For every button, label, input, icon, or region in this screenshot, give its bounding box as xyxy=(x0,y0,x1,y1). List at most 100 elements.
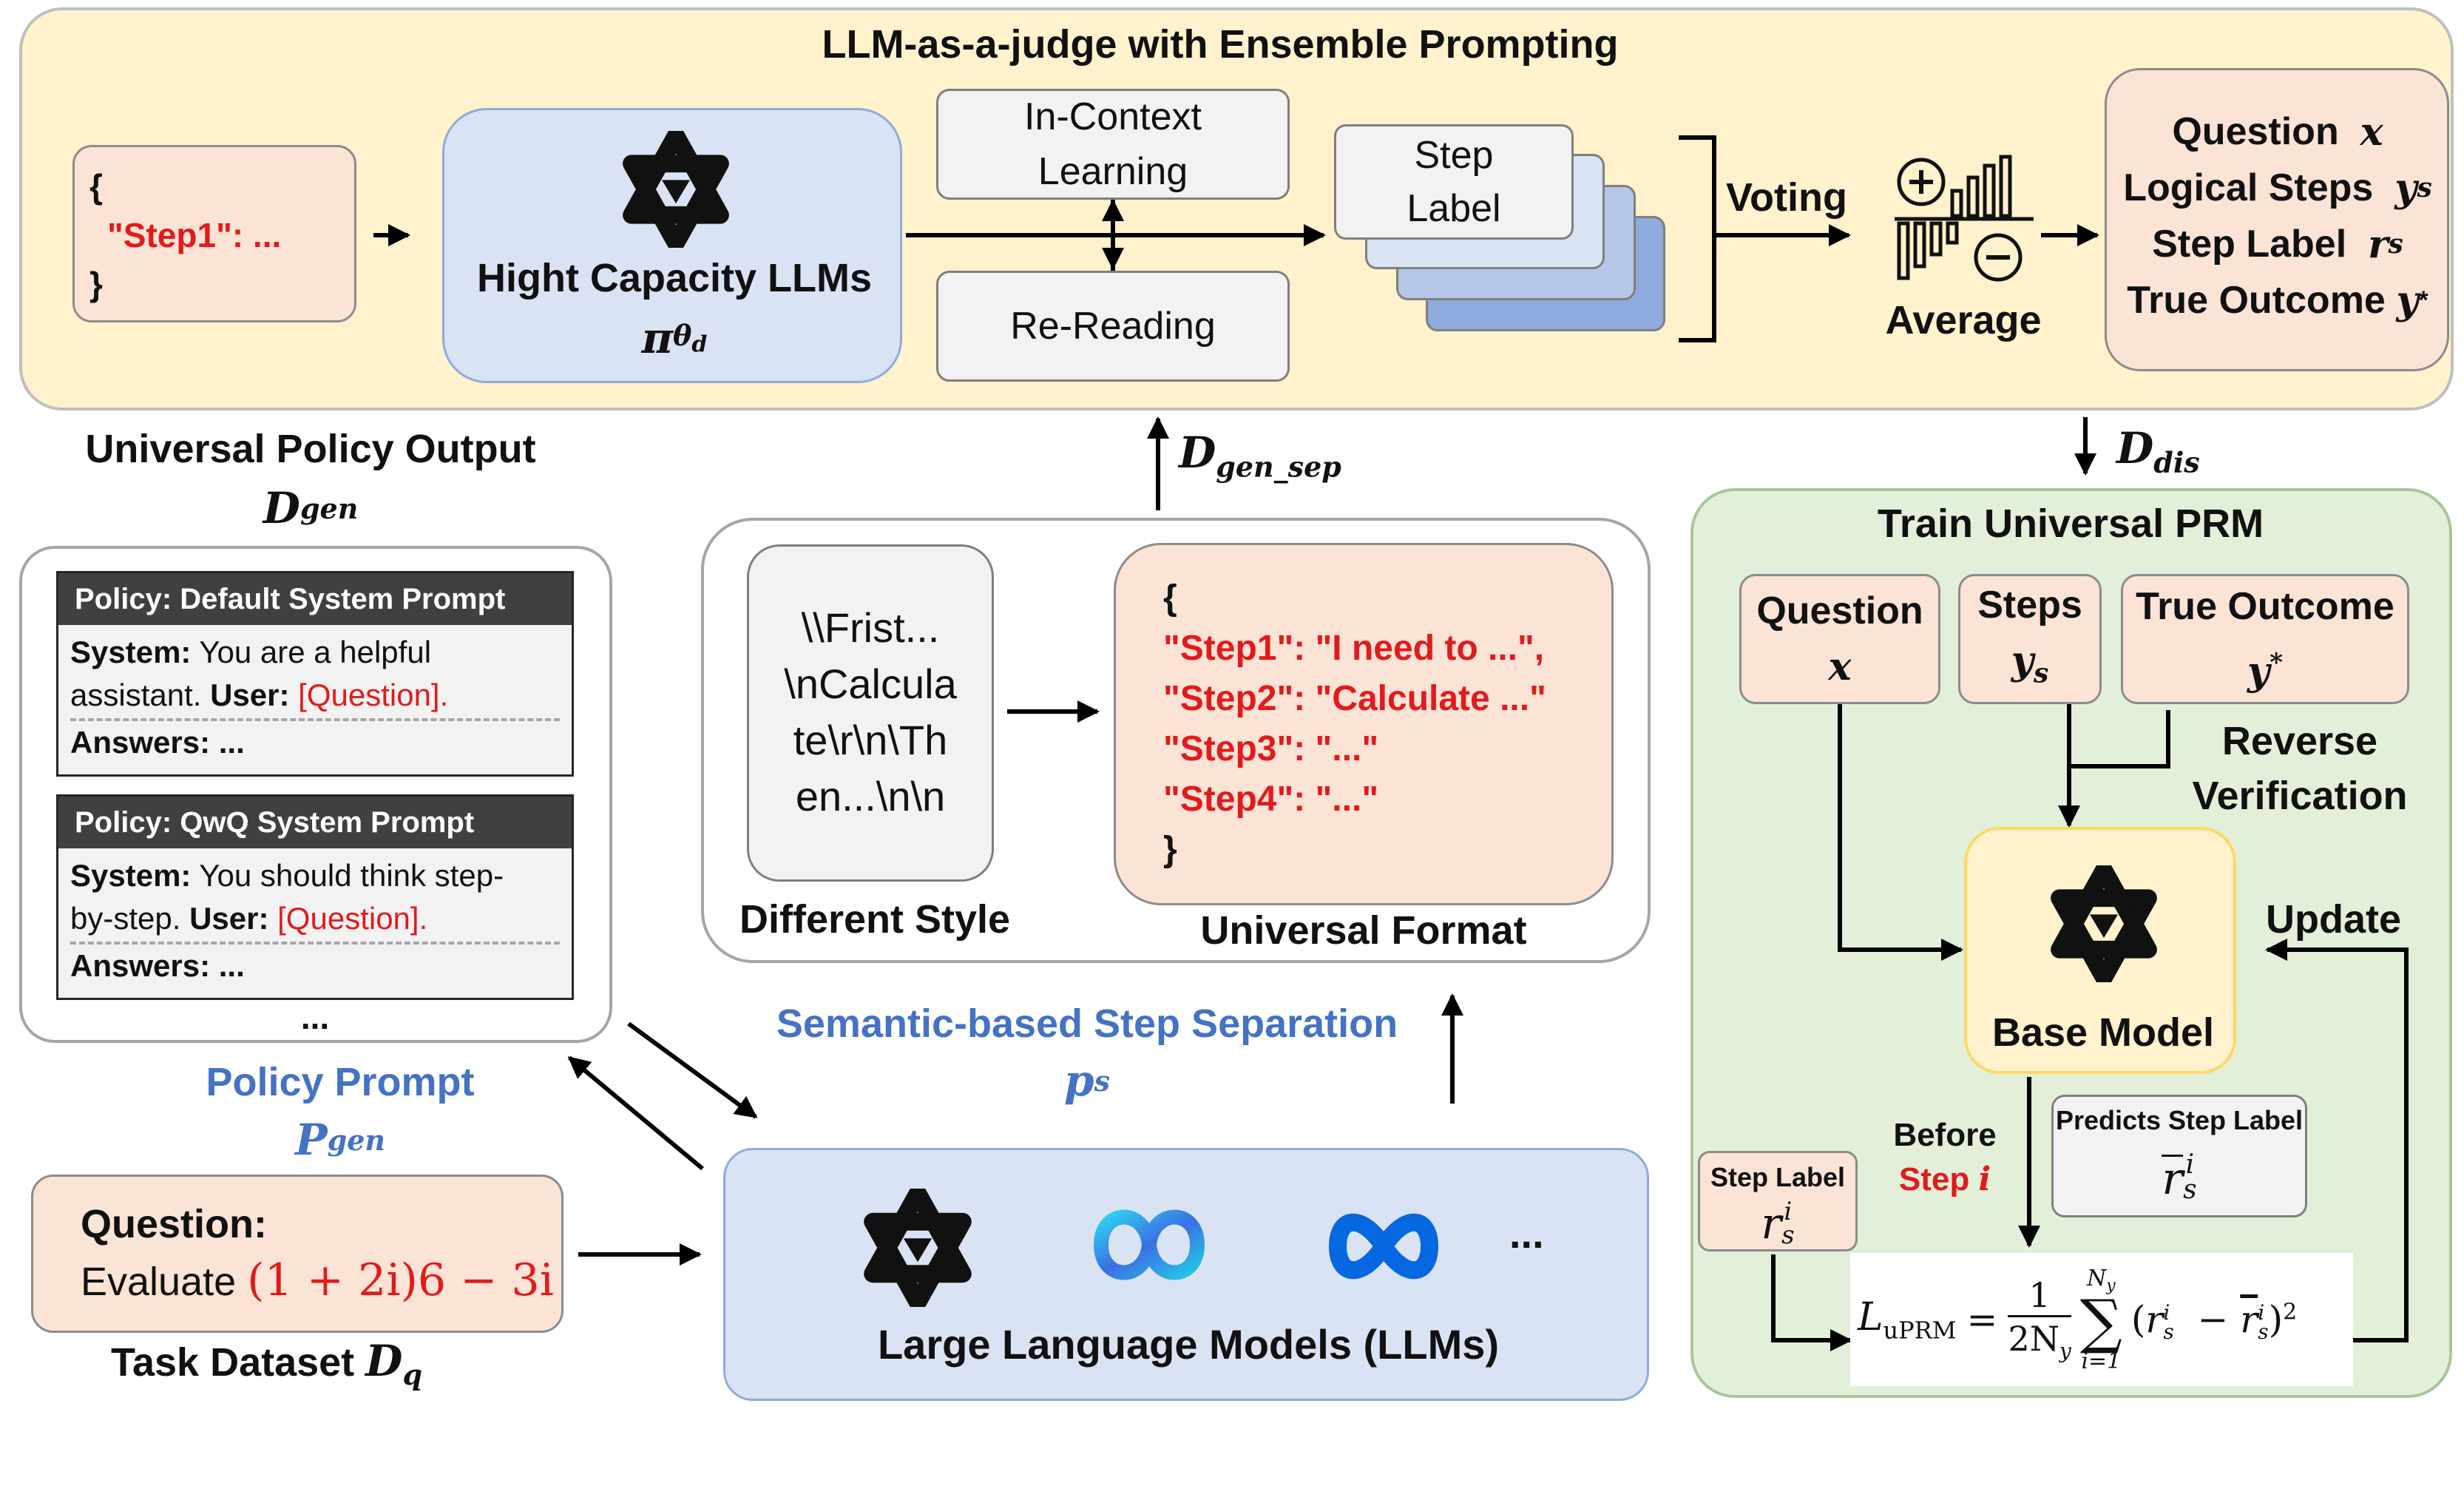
output-outcome-label: True Outcome xyxy=(2127,279,2386,322)
evaluate-word: Evaluate xyxy=(81,1260,248,1304)
prm-steps-sub: s xyxy=(2033,658,2049,689)
d-dis-sub: dis xyxy=(2153,445,2200,479)
d-gen-sep-label: Dgen_sep xyxy=(1179,428,1341,484)
raw-line-4: en...\n\n xyxy=(795,773,946,820)
system-text-cont: by-step. xyxy=(70,901,190,936)
p-gen-sub: gen xyxy=(327,1123,385,1157)
frac-den: 2N xyxy=(2008,1319,2059,1359)
policy-output-title: Universal Policy Output xyxy=(85,427,536,471)
loss-fraction: 1 2Ny xyxy=(2008,1275,2071,1364)
system-label: System: xyxy=(70,635,192,669)
different-style-label: Different Style xyxy=(739,897,1011,942)
system-text: You should think step- xyxy=(191,858,504,893)
infinity-ribbon-icon xyxy=(1094,1209,1205,1280)
step-word: Step xyxy=(1898,1161,1979,1197)
prm-steps-label: Steps xyxy=(1977,583,2082,626)
task-expression: Evaluate (1 + 2i)6 − 3i xyxy=(81,1252,554,1310)
theta-subscript: θ xyxy=(673,318,692,352)
semantic-separation-label: Semantic-based Step Separation xyxy=(776,1001,1398,1046)
task-dataset-label: Task Dataset Dq xyxy=(111,1336,422,1391)
d-dis-label: Ddis xyxy=(2116,423,2200,479)
policy-card-default: Policy: Default System Prompt System: Yo… xyxy=(56,571,574,777)
user-label: User: xyxy=(210,678,290,712)
answers-line: Answers: ... xyxy=(70,942,560,987)
output-question-sym: x xyxy=(2360,109,2383,155)
base-model-box: Base Model xyxy=(1964,827,2236,1074)
average-icon xyxy=(1895,155,2034,282)
in-context-learning-box: In-Context Learning xyxy=(936,89,1290,200)
p-s-sub: s xyxy=(1094,1064,1110,1098)
d-gen-symbol: D xyxy=(263,483,300,533)
output-steps-sym: y xyxy=(2394,165,2417,211)
icl-line1: In-Context xyxy=(1024,95,1202,138)
loss-lhs: LuPRM xyxy=(1858,1295,1957,1344)
sum-bottom: i=1 xyxy=(2081,1348,2122,1374)
icl-line2: Learning xyxy=(1038,150,1188,193)
prm-steps-box: Steps ys xyxy=(1958,574,2102,704)
d-q-symbol: D xyxy=(365,1336,403,1386)
output-question-label: Question xyxy=(2172,110,2339,153)
format-step-1: "Step1": "I need to ...", xyxy=(1163,629,1545,668)
different-style-box: \\Frist... \nCalcula te\r\n\Th en...\n\n xyxy=(747,544,994,882)
question-placeholder: [Question]. xyxy=(289,678,449,712)
prm-steps-y: y xyxy=(2011,638,2034,683)
p-s-symbol: p xyxy=(1064,1055,1094,1106)
meta-logo-icon xyxy=(1329,1213,1438,1280)
user-label: User: xyxy=(189,901,269,936)
task-question-label: Question: xyxy=(81,1202,267,1246)
output-outcome-sym: y xyxy=(2396,277,2419,323)
prm-outcome-y: y xyxy=(2247,649,2270,695)
sum-top-sub: y xyxy=(2106,1276,2116,1295)
system-text-cont: assistant. xyxy=(70,678,211,712)
output-question: Question x xyxy=(2109,104,2446,160)
d-dis-symbol: D xyxy=(2116,423,2154,473)
step-i-sym: i xyxy=(1978,1161,1991,1198)
base-model-label: Base Model xyxy=(1991,1010,2215,1055)
average-label: Average xyxy=(1885,298,2042,342)
re-reading-label: Re-Reading xyxy=(1010,305,1216,348)
prm-question-sym: x xyxy=(1828,644,1852,689)
prm-outcome-sup: * xyxy=(2270,647,2283,678)
system-text: You are a helpful xyxy=(191,635,432,669)
predicted-label-text: Predicts Step Label xyxy=(2055,1105,2304,1135)
task-question-box: Question: Evaluate (1 + 2i)6 − 3i xyxy=(31,1175,563,1333)
output-steplabel-sym: r xyxy=(2368,221,2389,267)
d-gen-sep-sub: gen_sep xyxy=(1216,450,1341,484)
prm-steps-sym: ys xyxy=(2011,633,2049,701)
plus-circle-icon xyxy=(1897,158,1946,206)
voting-label: Voting xyxy=(1726,175,1847,220)
reverse-line2: Verification xyxy=(2192,774,2408,818)
policy-card-header: Policy: QwQ System Prompt xyxy=(58,797,572,848)
equals-sign: = xyxy=(1966,1298,1998,1341)
json-open-brace: { xyxy=(89,167,103,206)
raw-line-3: te\r\n\Th xyxy=(793,717,948,763)
p-gen-symbol: P xyxy=(295,1115,328,1165)
output-true-outcome: True Outcome y* xyxy=(2109,272,2446,328)
raw-line-1: \\Frist... xyxy=(801,604,940,651)
frac-num: 1 xyxy=(2028,1275,2051,1316)
system-label: System: xyxy=(70,858,192,893)
d-gen-sub: gen xyxy=(299,491,359,525)
json-input-box: { "Step1": ... } xyxy=(72,145,356,322)
prm-question-box: Question x xyxy=(1739,574,1940,704)
policy-card-body: System: You are a helpful assistant. Use… xyxy=(58,625,572,770)
policy-prompt-label: Policy Prompt xyxy=(206,1060,475,1104)
step-label-text: Step Label xyxy=(1710,1162,1846,1192)
policy-card-body: System: You should think step- by-step. … xyxy=(58,848,572,993)
task-dataset-text: Task Dataset xyxy=(111,1340,366,1385)
loss-sum: Ny ∑ i=1 xyxy=(2079,1265,2122,1374)
prm-title: Train Universal PRM xyxy=(1877,501,2264,546)
prm-question-label: Question xyxy=(1756,589,1923,632)
reverse-verification-label: Reverse Verification xyxy=(2167,713,2433,824)
output-steps-sub: s xyxy=(2417,172,2432,203)
policy-card-qwq: Policy: QwQ System Prompt System: You sh… xyxy=(56,794,574,1000)
before-word: Before xyxy=(1893,1117,1997,1153)
